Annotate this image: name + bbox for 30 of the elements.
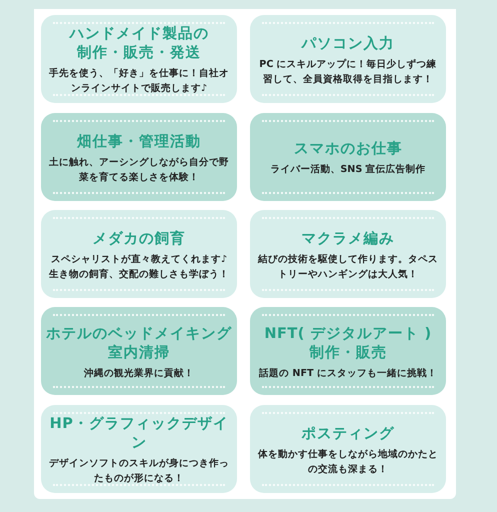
card-description: 沖縄の観光業界に貢献！ bbox=[84, 366, 194, 381]
activity-card bbox=[41, 405, 237, 493]
card-description: 結びの技術を駆使して作ります。タペストリーやハンギングは大人気！ bbox=[256, 252, 439, 282]
card-title: ポスティング bbox=[302, 424, 394, 444]
activity-card bbox=[41, 15, 237, 103]
activity-card bbox=[250, 405, 446, 493]
activity-card bbox=[250, 307, 446, 395]
card-title: 畑仕事・管理活動 bbox=[77, 132, 201, 152]
activity-card bbox=[250, 210, 446, 298]
card-description: 手先を使う、「好き」を仕事に！自社オンラインサイトで販売します♪ bbox=[48, 66, 230, 96]
card-title: マクラメ編み bbox=[302, 230, 394, 249]
card-title: HP・グラフィックデザイン bbox=[48, 415, 230, 453]
card-description: 体を動かす仕事をしながら地域のかたとの交流も深まる！ bbox=[256, 448, 439, 477]
card-title: ハンドメイド製品の制作・販売・発送 bbox=[69, 25, 209, 63]
card-title: メダカの飼育 bbox=[92, 230, 186, 249]
card-title: パソコン入力 bbox=[302, 34, 394, 54]
activity-card bbox=[250, 15, 446, 103]
activity-card bbox=[41, 113, 237, 201]
card-description: ライバー活動、SNS 宣伝広告制作 bbox=[270, 162, 426, 178]
activity-card bbox=[41, 307, 237, 395]
card-description: 土に触れ、アーシングしながら自分で野菜を育てる楽しさを体験！ bbox=[48, 156, 230, 185]
activity-card bbox=[41, 210, 237, 298]
activity-card bbox=[250, 113, 446, 201]
card-title: NFT( デジタルアート )制作・販売 bbox=[263, 324, 433, 363]
card-title: スマホのお仕事 bbox=[294, 140, 402, 160]
card-description: 話題の NFT にスタッフも一緒に挑戦！ bbox=[259, 366, 437, 381]
card-description: デザインソフトのスキルが身につき作ったものが形になる！ bbox=[48, 457, 230, 486]
card-title: ホテルのベッドメイキング室内清掃 bbox=[46, 324, 232, 363]
card-description: PC にスキルアップに！毎日少しずつ練習して、全員資格取得を目指します！ bbox=[258, 58, 438, 87]
card-description: スペシャリストが直々教えてくれます♪生き物の飼育、交配の難しさも学ぼう！ bbox=[48, 252, 230, 282]
